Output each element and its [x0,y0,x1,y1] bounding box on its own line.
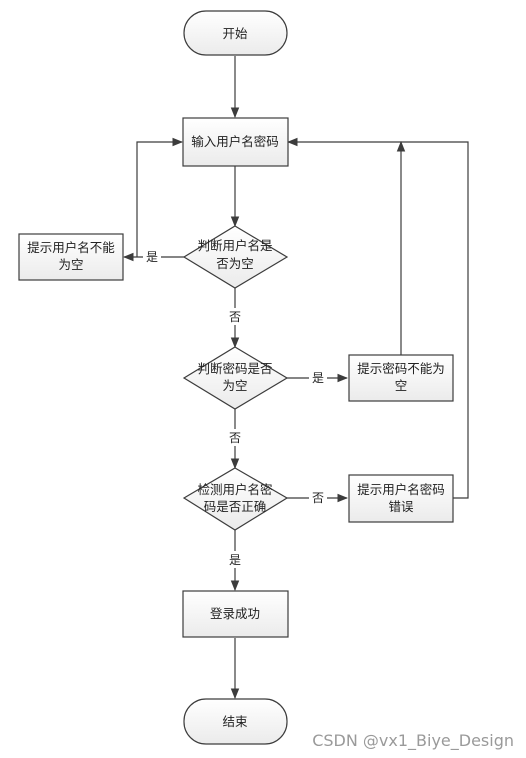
verify-label-1: 检测用户名密 [197,482,272,497]
warn-user-label-1: 提示用户名不能 [27,240,115,255]
warn-pwd-label-1: 提示密码不能为 [357,361,445,376]
check-user-label-2: 否为空 [216,256,254,271]
warn-wrong-box [348,474,454,523]
warn-user-label-2: 为空 [58,257,83,272]
warn-wrong-label-1: 提示用户名密码 [357,482,445,497]
edge-labels: 是 否 是 否 否 是 [143,248,327,568]
user-yes-label: 是 [146,250,158,264]
check-pwd-label-2: 为空 [222,378,247,393]
verify-label-2: 码是否正确 [204,499,267,514]
user-no-label: 否 [229,310,241,324]
input-box [182,117,289,167]
end-terminal [183,698,288,745]
input-label: 输入用户名密码 [191,134,279,149]
warn-pwd-label-2: 空 [395,378,408,393]
edge-warnwrong-input [286,137,469,499]
success-label: 登录成功 [210,606,260,621]
end-label: 结束 [222,714,248,729]
check-pwd-diamond [182,346,289,410]
edge-warnuser-input [136,137,184,257]
check-user-label-1: 判断用户名是 [197,238,273,253]
verify-no-label: 否 [312,491,324,505]
start-label: 开始 [222,26,248,41]
warn-pwd-box [348,354,454,402]
check-pwd-label-1: 判断密码是否 [197,361,272,376]
check-user-diamond [182,225,289,289]
success-box [182,590,289,638]
start-terminal [183,10,288,56]
verify-diamond [182,467,289,531]
watermark: CSDN @vx1_Biye_Design [312,731,514,750]
shapes [18,10,454,745]
pwd-no-label: 否 [229,431,241,445]
pwd-yes-label: 是 [312,371,324,385]
warn-wrong-label-2: 错误 [388,499,414,514]
verify-yes-label: 是 [229,553,241,567]
warn-user-box [18,233,124,281]
node-labels: 开始 输入用户名密码 判断用户名是 否为空 提示用户名不能 为空 判断密码是否 … [27,26,445,729]
